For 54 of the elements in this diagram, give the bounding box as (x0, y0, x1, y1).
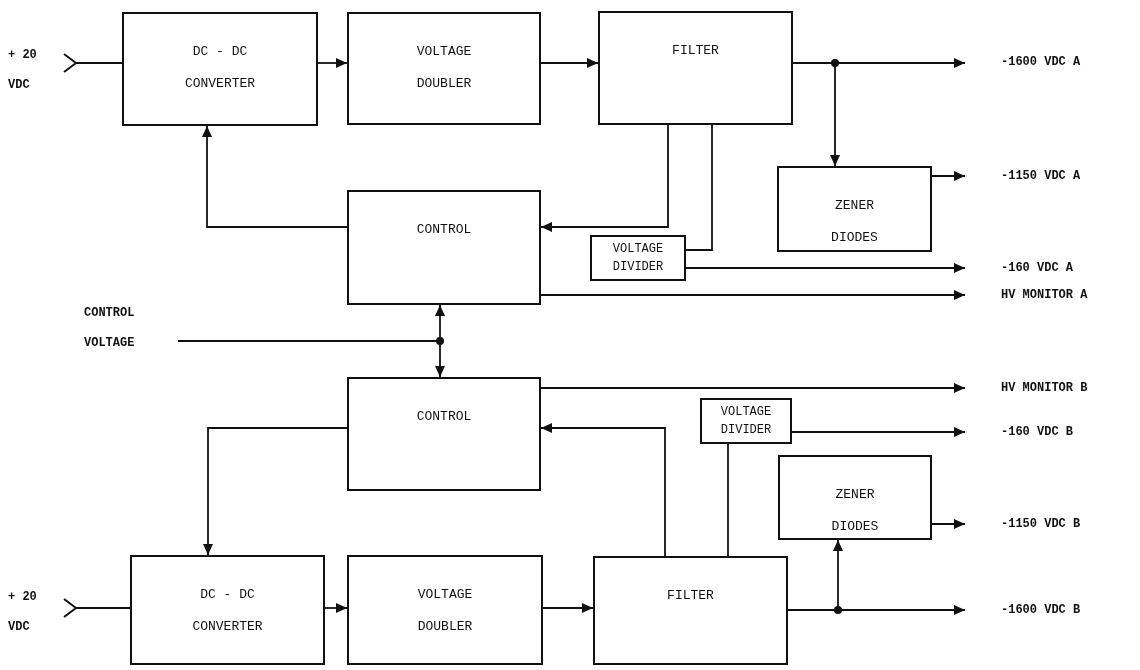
arrow (931, 171, 966, 181)
arrow (540, 58, 599, 68)
output-label: -1600 VDC B (965, 600, 1115, 620)
converter-block (122, 12, 318, 126)
arrow (540, 383, 966, 393)
block-label: ZENER DIODES (830, 486, 880, 536)
arrow (685, 263, 966, 273)
block-label: VOLTAGE DIVIDER (719, 404, 773, 439)
arrow (63, 53, 123, 73)
block-label: VOLTAGE DIVIDER (611, 241, 665, 276)
arrow (791, 427, 966, 437)
arrow (540, 290, 966, 300)
arrow (203, 427, 348, 556)
converter-block (130, 555, 325, 665)
output-label: -160 VDC A (965, 258, 1115, 278)
arrow (540, 124, 669, 232)
arrow (540, 423, 666, 557)
arrow (177, 340, 445, 378)
control-block (347, 377, 541, 491)
block-label: FILTER (672, 42, 719, 60)
divider-block (700, 398, 792, 444)
block-label: CONTROL (416, 408, 472, 426)
divider-block (590, 235, 686, 281)
output-label: -1150 VDC A (965, 166, 1115, 186)
block-label: CONTROL (416, 221, 472, 239)
output-label: HV MONITOR B (965, 378, 1137, 398)
output-label: -1600 VDC A (965, 52, 1115, 72)
block-label: ZENER DIODES (830, 197, 879, 247)
block-label: DC - DC CONVERTER (183, 43, 257, 93)
input-label: + 20 VDC (8, 582, 76, 634)
input-label: CONTROL VOLTAGE (84, 298, 178, 352)
arrow (63, 598, 131, 618)
input-label: + 20 VDC (8, 40, 76, 88)
doubler-block (347, 555, 543, 665)
arrow (787, 539, 843, 611)
arrow (317, 58, 348, 68)
arrow (792, 62, 840, 167)
output-label: -1150 VDC B (965, 514, 1115, 534)
output-label: -160 VDC B (965, 422, 1115, 442)
filter-block (598, 11, 793, 125)
arrow (202, 125, 348, 228)
filter-block (593, 556, 788, 665)
zener-block (778, 455, 932, 540)
block-label: FILTER (667, 587, 714, 605)
output-label: HV MONITOR A (965, 285, 1137, 305)
block-label: VOLTAGE DOUBLER (415, 43, 473, 93)
zener-block (777, 166, 932, 252)
arrow (931, 519, 966, 529)
doubler-block (347, 12, 541, 125)
arrow (324, 603, 348, 613)
control-block (347, 190, 541, 305)
arrow (542, 603, 594, 613)
block-label: VOLTAGE DOUBLER (416, 586, 474, 636)
block-label: DC - DC CONVERTER (191, 586, 264, 636)
